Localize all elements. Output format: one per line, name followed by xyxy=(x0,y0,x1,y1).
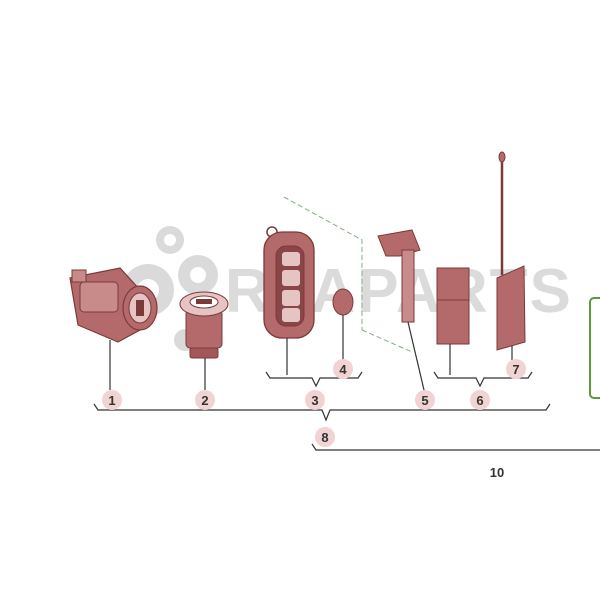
group-brackets xyxy=(93,371,600,451)
part-4-key-battery xyxy=(332,288,354,316)
callout-4: 4 xyxy=(333,359,353,379)
callout-1-number: 1 xyxy=(108,393,115,408)
callout-6: 6 xyxy=(470,390,490,410)
callout-10-number: 10 xyxy=(490,465,504,480)
key-outline-frame xyxy=(283,196,413,353)
part-5-emergency-key-blade xyxy=(377,229,421,323)
callout-5-number: 5 xyxy=(421,393,428,408)
callout-7: 7 xyxy=(506,359,526,379)
callout-7-number: 7 xyxy=(512,362,519,377)
callout-2-number: 2 xyxy=(201,393,208,408)
callout-8: 8 xyxy=(315,427,335,447)
part-6-transponder-unit xyxy=(436,267,470,345)
callout-5: 5 xyxy=(415,390,435,410)
callout-4-number: 4 xyxy=(339,362,347,377)
callout-6-number: 6 xyxy=(476,393,483,408)
callout-2: 2 xyxy=(195,390,215,410)
callout-10: 10 xyxy=(490,465,504,480)
partial-component-right-edge xyxy=(589,297,600,399)
part-1-ignition-lock-cylinder xyxy=(69,267,158,343)
callout-8-number: 8 xyxy=(321,430,328,445)
callout-3: 3 xyxy=(305,390,325,410)
part-7-antenna-module xyxy=(496,151,526,351)
callout-3-number: 3 xyxy=(311,393,318,408)
leader-lines xyxy=(109,315,513,391)
part-3-remote-key xyxy=(263,226,315,339)
callout-1: 1 xyxy=(102,390,122,410)
part-2-lock-cylinder xyxy=(179,291,229,359)
